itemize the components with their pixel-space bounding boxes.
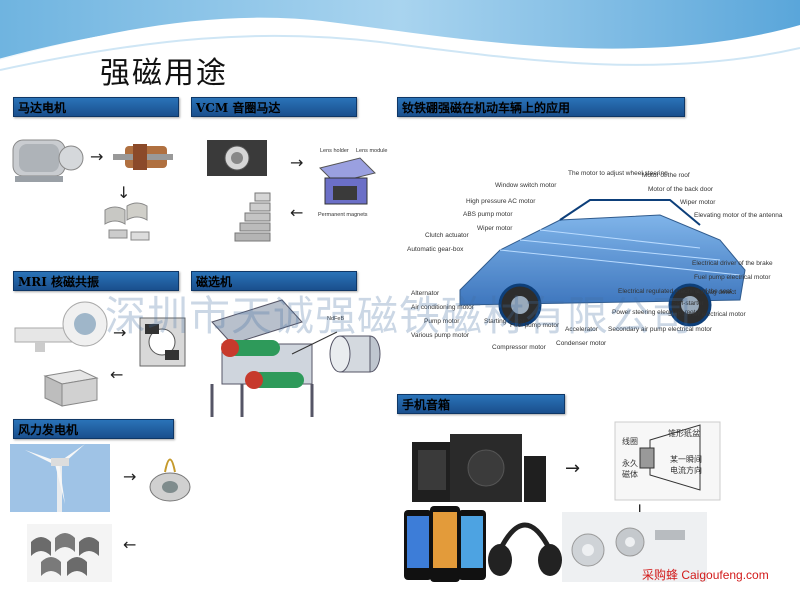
vcm-illustration: → ← xyxy=(207,140,376,242)
callout-self-starter-motor: Self-starter electrical motor xyxy=(668,311,746,318)
section-vcm-label: VCM 音圈马达 xyxy=(196,101,281,115)
mri-scanner-image xyxy=(14,301,108,352)
svg-text:→: → xyxy=(113,323,126,342)
callout-power-steering: Power steering electrical motor xyxy=(612,309,702,316)
headphones-image xyxy=(488,522,562,576)
callout-brake: Electrical driver of the brake xyxy=(692,260,773,267)
section-vcm: VCM 音圈马达 xyxy=(191,97,357,117)
callout-secondary-air: Secondary air pump electrical motor xyxy=(608,326,713,333)
callout-abs: ABS pump motor xyxy=(463,211,513,218)
section-auto-label: 钕铁硼强磁在机动车辆上的应用 xyxy=(402,101,571,115)
wind-turbine-image xyxy=(10,444,110,512)
wind-illustration: → ← xyxy=(10,444,191,582)
svg-text:←: ← xyxy=(123,535,136,554)
speaker-label-cone: 锥形纸盆 xyxy=(668,429,700,438)
rotor-image xyxy=(113,144,173,170)
speaker-label-instant: 某一瞬间 xyxy=(670,455,702,464)
speaker-label-permanent: 永久 xyxy=(622,459,638,468)
speaker-diagram-image xyxy=(614,421,721,501)
mri-magnet-diagram-image xyxy=(139,317,186,367)
electric-motor-image xyxy=(12,139,84,182)
header-wave xyxy=(0,0,800,71)
callout-steering: The motor to adjust wheel steering xyxy=(568,170,668,177)
separator-machine-image xyxy=(210,299,314,417)
callout-accelerator: Accelerator xyxy=(565,326,598,333)
callout-roof: Motor of the roof xyxy=(642,172,690,179)
section-auto: 钕铁硼强磁在机动车辆上的应用 xyxy=(397,97,685,117)
car-wireframe-illustration xyxy=(459,199,746,327)
callout-compressor: Compressor motor xyxy=(492,344,546,351)
callout-seat: Electrical regulated machine of the seat xyxy=(618,288,732,295)
section-mri: MRI 核磁共振 xyxy=(13,271,179,291)
callout-various-pump: Various pump motor xyxy=(411,332,470,339)
callout-fuel-pump: Fuel pump electrical motor xyxy=(694,274,771,281)
callout-wiper-front: Wiper motor xyxy=(477,225,513,232)
ring-magnets-image xyxy=(562,512,707,582)
vcm-diagram-image xyxy=(319,157,376,205)
speaker-set-image xyxy=(412,434,546,502)
callout-starting: Starting motor xyxy=(484,318,525,325)
svg-text:→: → xyxy=(90,147,103,166)
vcm-lens-module-label: Lens module xyxy=(356,148,388,154)
smartphones-image xyxy=(404,506,486,582)
arc-magnets-image xyxy=(27,524,112,582)
callout-pump: Pump motor xyxy=(424,318,460,325)
callout-self-starter: Self-starter xyxy=(672,300,704,307)
callout-gearbox: Automatic gear-box xyxy=(407,246,464,253)
separator-ndfeb-label: NdFeB xyxy=(327,316,345,322)
separator-illustration xyxy=(210,299,381,417)
vcm-magnets-label: Permanent magnets xyxy=(318,212,368,218)
speaker-label-coil: 线圈 xyxy=(622,437,638,446)
generator-image xyxy=(149,458,191,502)
callout-air-conditioning: Air conditioning motor xyxy=(411,304,474,311)
section-motor-label: 马达电机 xyxy=(18,101,67,115)
svg-text:→: → xyxy=(123,467,136,486)
motor-illustration: → ↓ xyxy=(12,139,173,241)
mri-illustration: → ← xyxy=(14,301,186,407)
slide-title: 强磁用途 xyxy=(100,56,228,91)
svg-text:↓: ↓ xyxy=(117,183,130,202)
stacked-magnets-image xyxy=(234,192,271,242)
source-footer: 采购蜂 Caigoufeng.com xyxy=(642,568,769,582)
callout-airbag: Air bag detect xyxy=(696,289,737,296)
callout-alternator: Alternator xyxy=(411,290,440,297)
section-wind: 风力发电机 xyxy=(13,419,174,439)
section-wind-label: 风力发电机 xyxy=(18,423,79,437)
section-phone: 手机音箱 xyxy=(397,394,565,414)
callout-wiper-rear: Wiper motor xyxy=(680,199,716,206)
svg-text:←: ← xyxy=(290,203,303,222)
vcm-module-image xyxy=(207,140,267,176)
phone-speaker-illustration: → ↓ xyxy=(404,421,721,582)
speaker-label-magnet: 磁体 xyxy=(622,470,638,479)
callout-back-door: Motor of the back door xyxy=(648,186,714,193)
magnetic-drum-image xyxy=(329,335,381,373)
callout-antenna: Elevating motor of the antenna xyxy=(694,212,783,219)
speaker-label-current: 电流方向 xyxy=(670,466,702,475)
section-separator: 磁选机 xyxy=(191,271,357,291)
section-separator-label: 磁选机 xyxy=(196,275,233,289)
vcm-lens-holder-label: Lens holder xyxy=(320,148,349,154)
callout-fuel-pump-motor: Fuel pump motor xyxy=(510,322,560,329)
magnet-segments-image xyxy=(104,202,150,241)
callout-window-switch: Window switch motor xyxy=(495,182,557,189)
section-mri-label: MRI 核磁共振 xyxy=(18,275,100,289)
section-phone-label: 手机音箱 xyxy=(402,398,451,412)
mri-block-magnet-image xyxy=(43,369,99,407)
svg-text:←: ← xyxy=(110,365,123,384)
callout-clutch: Clutch actuator xyxy=(425,232,469,239)
section-motor: 马达电机 xyxy=(13,97,179,117)
svg-text:→: → xyxy=(565,458,580,479)
company-watermark: 深圳市天诚强磁铁磁材有限公司 xyxy=(105,292,693,340)
svg-text:→: → xyxy=(290,153,303,172)
callout-ac: High pressure AC motor xyxy=(466,198,536,205)
callout-condenser: Condenser motor xyxy=(556,340,607,347)
